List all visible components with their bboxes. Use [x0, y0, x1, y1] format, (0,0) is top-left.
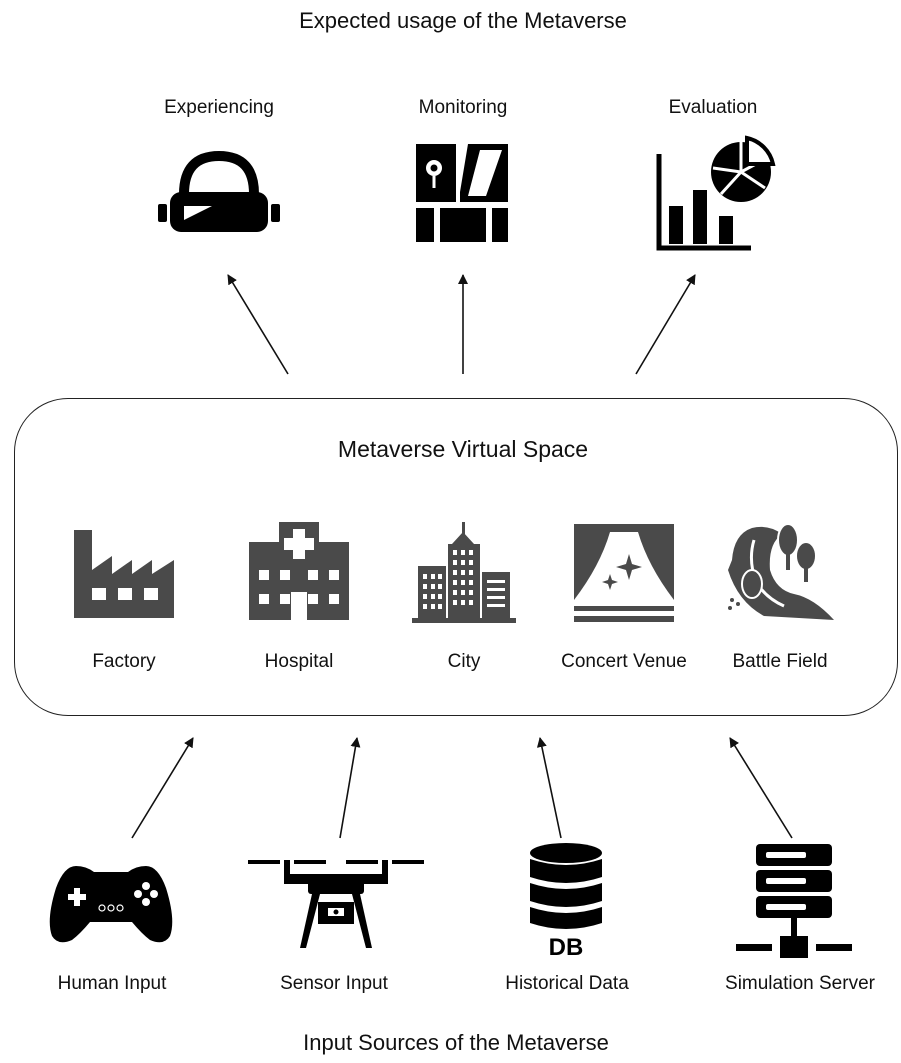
usage-label-evaluation: Evaluation — [668, 97, 758, 118]
arrow-to-evaluation — [635, 274, 696, 375]
factory-icon — [74, 530, 174, 618]
bottom-title: Input Sources of the Metaverse — [303, 1030, 609, 1055]
city-icon — [412, 522, 516, 623]
input-label-historical: Historical Data — [505, 973, 629, 994]
drone-icon — [248, 860, 424, 948]
stage-icon — [574, 524, 674, 622]
database-icon: DB — [530, 843, 602, 957]
server-icon — [736, 844, 852, 958]
place-label-city: City — [447, 651, 481, 672]
arrow-from-sensor — [339, 737, 361, 839]
hospital-icon — [249, 522, 349, 620]
vr-headset-icon — [158, 150, 280, 232]
usage-label-monitoring: Monitoring — [418, 97, 508, 118]
place-label-hospital: Hospital — [264, 651, 334, 672]
input-label-sensor: Sensor Input — [280, 973, 388, 994]
virtual-space-container — [14, 398, 898, 716]
place-label-battle-field: Battle Field — [732, 651, 828, 672]
arrow-to-experiencing — [227, 274, 289, 375]
analytics-chart-icon — [656, 135, 776, 251]
arrow-from-simulation — [729, 737, 793, 839]
arrow-from-historical — [536, 737, 562, 839]
map-pin-icon — [416, 144, 508, 242]
usage-label-experiencing: Experiencing — [164, 97, 274, 118]
input-label-simulation: Simulation Server — [725, 973, 875, 994]
place-label-factory: Factory — [92, 651, 156, 672]
arrow-from-human — [131, 737, 194, 839]
place-label-concert-venue: Concert Venue — [561, 651, 687, 672]
virtual-space-title: Metaverse Virtual Space — [337, 436, 589, 462]
battlefield-icon — [728, 523, 834, 620]
svg-text:DB: DB — [549, 934, 584, 957]
input-label-human: Human Input — [57, 973, 167, 994]
gamepad-icon — [49, 866, 173, 943]
top-title: Expected usage of the Metaverse — [299, 8, 627, 33]
